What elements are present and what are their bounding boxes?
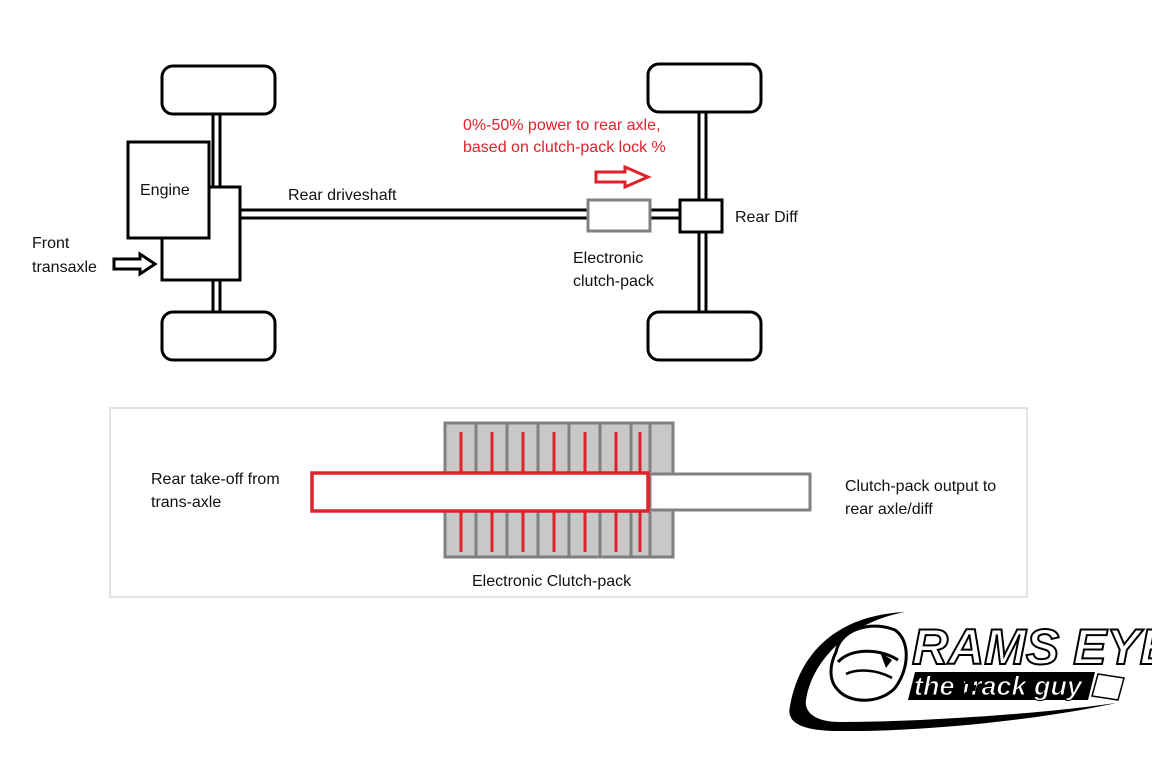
rear-diff-box — [678, 198, 724, 234]
electronic-clutch-pack-box — [586, 198, 652, 233]
input-shaft-label: Rear take-off from trans-axle — [151, 471, 284, 511]
output-shaft — [648, 472, 812, 512]
power-split-note: 0%-50% power to rear axle, based on clut… — [463, 117, 666, 156]
front-axle — [211, 112, 222, 312]
input-shaft — [310, 471, 650, 513]
logo-title: RAMS EYE — [912, 619, 1152, 675]
output-shaft-label: Clutch-pack output to rear axle/diff — [845, 478, 1001, 518]
electronic-clutch-pack-label: Electronic clutch-pack — [573, 250, 655, 290]
rear-driveshaft-label: Rear driveshaft — [288, 187, 397, 204]
clutch-detail-caption: Electronic Clutch-pack — [472, 573, 632, 590]
rear-driveshaft — [240, 208, 680, 220]
rear-diff-label: Rear Diff — [735, 209, 798, 226]
checkered-flag-icon — [952, 673, 1125, 701]
clutch-pack-detail: Rear take-off from trans-axle Clutch-pac… — [109, 407, 1028, 598]
transaxle-block — [160, 185, 242, 282]
logo-subtitle: the track guy — [914, 671, 1084, 701]
clutch-plates-gray — [474, 423, 652, 557]
engine-label: Engine — [140, 182, 190, 199]
rear-power-arrow-icon — [594, 164, 652, 190]
rear-axle — [697, 112, 708, 312]
clutch-plates-red — [459, 432, 642, 552]
front-transaxle-arrow-icon — [112, 251, 158, 277]
front-right-wheel — [160, 310, 277, 362]
helmet-icon — [829, 624, 908, 702]
front-left-wheel — [160, 64, 277, 116]
drivetrain-schematic: Engine Front transaxle Rear driveshaft E… — [32, 62, 798, 362]
rear-left-wheel — [646, 62, 763, 114]
front-transaxle-label: Front transaxle — [32, 235, 97, 276]
rear-right-wheel — [646, 310, 763, 362]
rams-eye-logo: RAMS EYE the track guy — [789, 612, 1152, 732]
